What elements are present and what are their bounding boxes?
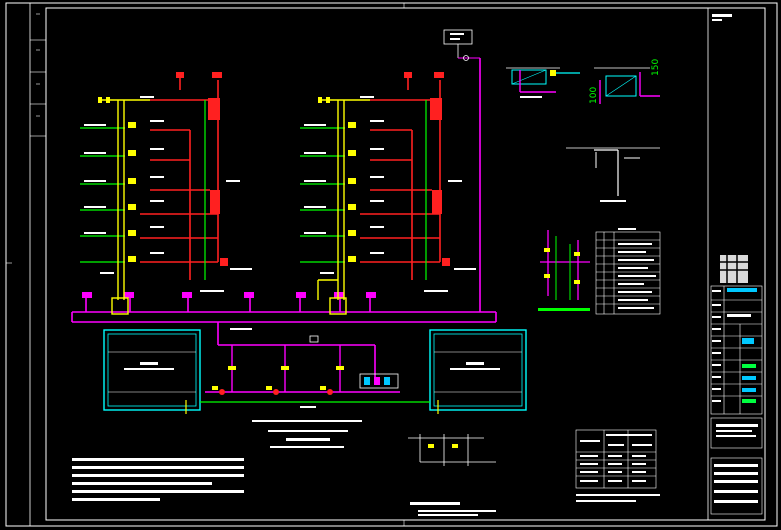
inner-frame [45,7,766,521]
left-strip-cells [30,13,46,137]
water-tank-icon [103,329,201,414]
pump-icon [219,389,333,395]
supply-main [71,58,497,382]
title-block-qr [720,255,748,283]
pipe-detail-right: 150 100 [506,59,661,104]
detail-bottom [408,434,496,516]
notes-text-block [72,458,244,501]
control-cabinet [359,373,399,389]
top-device-box [443,29,480,61]
title-block [707,8,763,520]
meter-icon [463,55,469,61]
axonometric-detail [538,230,590,311]
dim-label-150: 150 [651,59,661,76]
load-table [575,429,657,489]
dim-label-100: 100 [589,87,599,104]
water-tank-icon [429,329,527,414]
legend-table [595,231,661,315]
load-table-text [576,434,660,502]
left-riser-group [80,72,252,315]
right-riser-group [300,72,476,315]
pump-room [200,328,430,448]
valve-icon [212,366,344,390]
pipe-detail-small [566,147,660,202]
supply-main-nodes [82,292,376,298]
legend-table-text [618,228,656,309]
outer-frame [5,2,778,527]
edge-ticks [6,3,405,526]
